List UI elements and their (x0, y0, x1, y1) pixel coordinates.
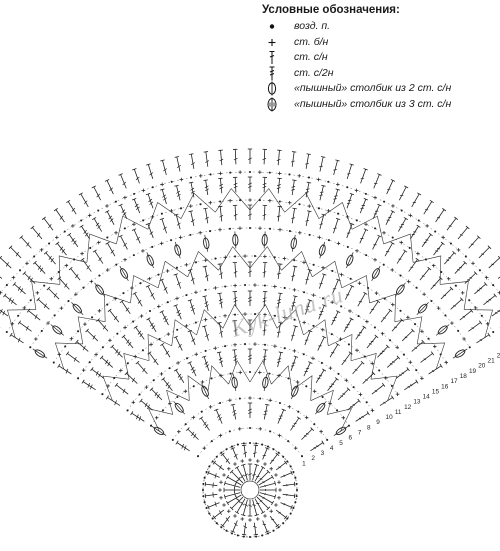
puff-2dc-icon (267, 81, 277, 96)
row-number-label: 20 (478, 363, 486, 370)
legend-item-treble-crochet: ст. с/2н (256, 66, 496, 82)
row-number-label: 17 (450, 378, 458, 385)
row-number-label: 21 (488, 358, 496, 365)
row-number-label: 10 (386, 414, 394, 421)
row-number-label: 3 (321, 450, 325, 457)
row-number-label: 5 (339, 440, 343, 447)
row-number-label: 22 (497, 352, 500, 359)
legend-item-double-crochet: ст. с/н (256, 50, 496, 66)
legend-item-single-crochet: ст. б/н (256, 35, 496, 51)
diagram-stitch-symbols (0, 148, 500, 539)
row-number-labels: 1234567891011121314151617181920212223242… (302, 352, 500, 467)
legend-label-puff-3dc: «пышный» столбик из 3 ст. с/н (294, 97, 452, 110)
puff-3dc-icon (267, 97, 277, 112)
legend: Условные обозначения: возд. п. ст. б/н с… (256, 4, 496, 113)
row-number-label: 9 (376, 419, 380, 426)
row-number-label: 13 (413, 399, 421, 406)
row-number-label: 16 (441, 383, 449, 390)
row-number-label: 15 (432, 388, 440, 395)
row-number-label: 14 (423, 394, 431, 401)
legend-item-chain: возд. п. (256, 19, 496, 35)
row-number-label: 1 (302, 460, 306, 467)
row-number-label: 19 (469, 368, 477, 375)
single-crochet-cross-icon (268, 38, 276, 46)
legend-label-single-crochet: ст. б/н (294, 35, 329, 48)
row-number-label: 4 (330, 445, 334, 452)
legend-item-puff-2dc: «пышный» столбик из 2 ст. с/н (256, 81, 496, 97)
row-number-label: 8 (367, 424, 371, 431)
row-number-label: 18 (460, 373, 468, 380)
double-crochet-icon (269, 51, 275, 65)
row-number-label: 6 (348, 435, 352, 442)
row-number-label: 7 (358, 430, 362, 437)
legend-label-chain: возд. п. (294, 20, 331, 32)
legend-item-puff-3dc: «пышный» столбик из 3 ст. с/н (256, 97, 496, 113)
legend-title: Условные обозначения: (262, 4, 400, 16)
legend-label-puff-2dc: «пышный» столбик из 2 ст. с/н (294, 82, 452, 95)
treble-crochet-icon (269, 66, 275, 81)
chain-stitch-dot-icon (269, 24, 275, 29)
row-number-label: 2 (311, 455, 315, 462)
legend-label-treble-crochet: ст. с/2н (294, 66, 334, 79)
row-number-label: 12 (404, 404, 412, 411)
row-number-label: 11 (395, 409, 402, 416)
legend-label-double-crochet: ст. с/н (294, 51, 328, 64)
